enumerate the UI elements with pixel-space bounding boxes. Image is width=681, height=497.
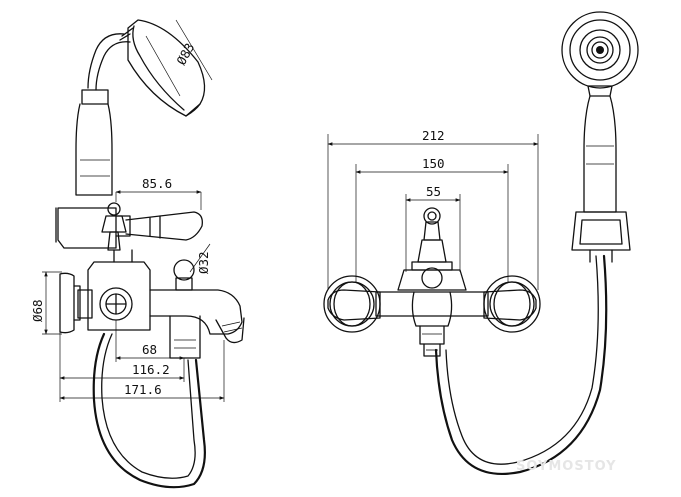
dim-width-150: 150 (422, 156, 445, 171)
front-view: 212 150 55 (323, 11, 639, 476)
dim-width-55: 55 (426, 184, 441, 199)
side-top-valve (101, 202, 203, 263)
front-dimension-lines (327, 134, 539, 290)
side-wall-flange (59, 272, 81, 334)
watermark-text: SOYMOSTOY (516, 459, 617, 474)
front-mixer-body (323, 207, 541, 357)
side-diverter-knob (173, 259, 195, 291)
front-cradle (571, 211, 631, 263)
dim-depth-68: 68 (142, 342, 157, 357)
front-shower-handle (583, 95, 617, 213)
front-hose (434, 254, 608, 476)
side-shower-head (87, 19, 206, 117)
side-dimension-lines (42, 19, 225, 402)
side-spout (149, 289, 245, 359)
side-mixer-body (77, 261, 151, 331)
dim-depth-171: 171.6 (124, 382, 162, 397)
side-cradle (55, 207, 131, 249)
dim-spout-depth: 85.6 (142, 176, 172, 191)
dim-depth-116: 116.2 (132, 362, 170, 377)
side-view: Ø83 85.6 Ø32 Ø68 68 116.2 171.6 (30, 19, 245, 489)
dim-valve-diameter: Ø32 (196, 251, 211, 274)
side-shower-handle (75, 89, 113, 196)
front-shower-head (561, 11, 639, 97)
dim-width-212: 212 (422, 128, 445, 143)
dim-shower-head-diameter: Ø83 (173, 40, 197, 67)
dim-body-diameter: Ø68 (30, 299, 45, 322)
